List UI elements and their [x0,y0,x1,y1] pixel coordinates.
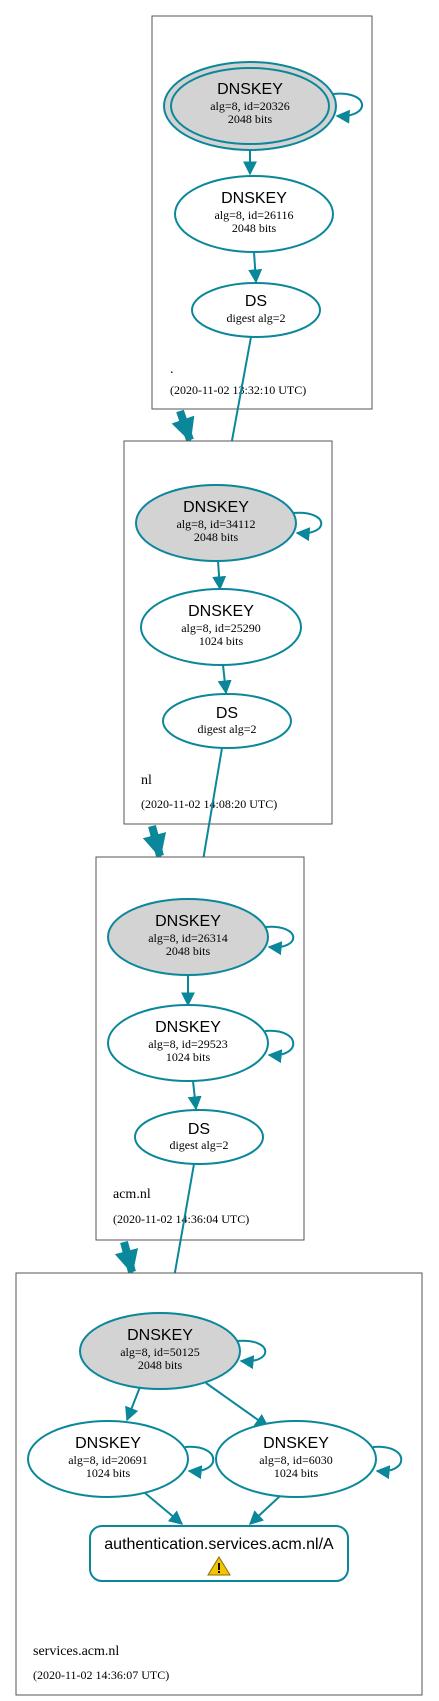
node-title: DS [216,705,238,722]
sign-edge [187,1080,202,1111]
node-title: DNSKEY [263,1435,329,1452]
zone-services-acm-nl: DNSKEY alg=8, id=50125 2048 bits DNSKEY … [15,1272,423,1696]
node-title: DS [245,293,267,310]
self-sign-edge [264,1029,295,1064]
node-title: DNSKEY [127,1327,193,1344]
ds-node-root[interactable]: DS digest alg=2 [191,282,321,338]
zone-name: . [170,362,174,377]
node-key-size: 2048 bits [166,944,211,958]
sign-edge [205,1382,270,1428]
node-digest: digest alg=2 [169,1138,228,1152]
sign-edge [217,664,232,695]
self-sign-edge [332,92,363,124]
delegation-arrow [142,824,167,859]
node-title: DNSKEY [221,190,287,207]
dnskey-node-services-ksk[interactable]: DNSKEY alg=8, id=50125 2048 bits [79,1312,241,1390]
dnskey-node-acm-zsk[interactable]: DNSKEY alg=8, id=29523 1024 bits [107,1004,269,1082]
dnskey-node-services-zsk-6030[interactable]: DNSKEY alg=8, id=6030 1024 bits [215,1420,377,1498]
node-digest: digest alg=2 [197,722,256,736]
node-key-size: 1024 bits [86,1466,131,1480]
node-digest: digest alg=2 [226,311,285,325]
node-title: DNSKEY [217,81,283,98]
zone-nl: DNSKEY alg=8, id=34112 2048 bits DNSKEY … [123,440,333,825]
sign-edge [248,1495,281,1525]
node-alg-id: alg=8, id=34112 [176,517,255,531]
node-title: DNSKEY [75,1435,141,1452]
node-key-size: 2048 bits [228,112,273,126]
node-title: DNSKEY [155,1019,221,1036]
node-title: DNSKEY [155,913,221,930]
self-sign-edge [372,1445,403,1480]
node-title: DNSKEY [183,499,249,516]
node-alg-id: alg=8, id=20691 [68,1453,148,1467]
self-sign-edge [264,925,295,956]
node-alg-id: alg=8, id=20326 [210,99,290,113]
ds-node-nl[interactable]: DS digest alg=2 [162,693,292,749]
dnskey-node-nl-ksk[interactable]: DNSKEY alg=8, id=34112 2048 bits [135,484,297,562]
zone-name: nl [141,773,152,788]
node-alg-id: alg=8, id=6030 [259,1453,333,1467]
ds-node-acm[interactable]: DS digest alg=2 [134,1109,264,1165]
node-title: DNSKEY [188,603,254,620]
sign-edge [125,1386,141,1422]
node-key-size: 1024 bits [199,634,244,648]
zone-timestamp: (2020-11-02 14:36:04 UTC) [113,1212,249,1226]
rrset-label: authentication.services.acm.nl/A [104,1536,334,1553]
node-alg-id: alg=8, id=50125 [120,1345,200,1359]
node-key-size: 2048 bits [194,530,239,544]
node-title: DS [188,1121,210,1138]
sign-edge [248,251,263,284]
zone-timestamp: (2020-11-02 13:32:10 UTC) [170,383,306,397]
dnskey-node-acm-ksk[interactable]: DNSKEY alg=8, id=26314 2048 bits [107,898,269,976]
node-alg-id: alg=8, id=25290 [181,621,261,635]
dnskey-node-services-zsk-20691[interactable]: DNSKEY alg=8, id=20691 1024 bits [27,1420,189,1498]
warning-icon [207,1556,231,1576]
self-sign-edge [236,1339,267,1370]
node-key-size: 1024 bits [166,1050,211,1064]
node-alg-id: alg=8, id=26314 [148,931,228,945]
rrset-node-authentication-a[interactable]: authentication.services.acm.nl/A [89,1525,349,1582]
dnskey-node-root-ksk[interactable]: DNSKEY alg=8, id=20326 2048 bits [163,61,337,151]
dnskey-node-nl-zsk[interactable]: DNSKEY alg=8, id=25290 1024 bits [140,588,302,666]
self-sign-edge [184,1445,215,1480]
delegation-arrow [114,1240,139,1275]
self-sign-edge [292,511,323,542]
zone-timestamp: (2020-11-02 14:36:07 UTC) [33,1668,169,1682]
sign-edge [212,560,227,591]
zone-timestamp: (2020-11-02 14:08:20 UTC) [141,797,277,811]
node-key-size: 1024 bits [274,1466,319,1480]
zone-name: services.acm.nl [33,1644,119,1659]
zone-root: DNSKEY alg=8, id=20326 2048 bits DNSKEY … [151,15,373,410]
node-alg-id: alg=8, id=29523 [148,1037,228,1051]
dnskey-node-root-zsk[interactable]: DNSKEY alg=8, id=26116 2048 bits [174,175,334,253]
zone-acm-nl: DNSKEY alg=8, id=26314 2048 bits DNSKEY … [95,856,305,1241]
node-key-size: 2048 bits [232,221,277,235]
node-alg-id: alg=8, id=26116 [214,208,293,222]
node-key-size: 2048 bits [138,1358,183,1372]
zone-name: acm.nl [113,1187,151,1202]
sign-edge [144,1492,184,1525]
delegation-arrow [171,409,195,443]
